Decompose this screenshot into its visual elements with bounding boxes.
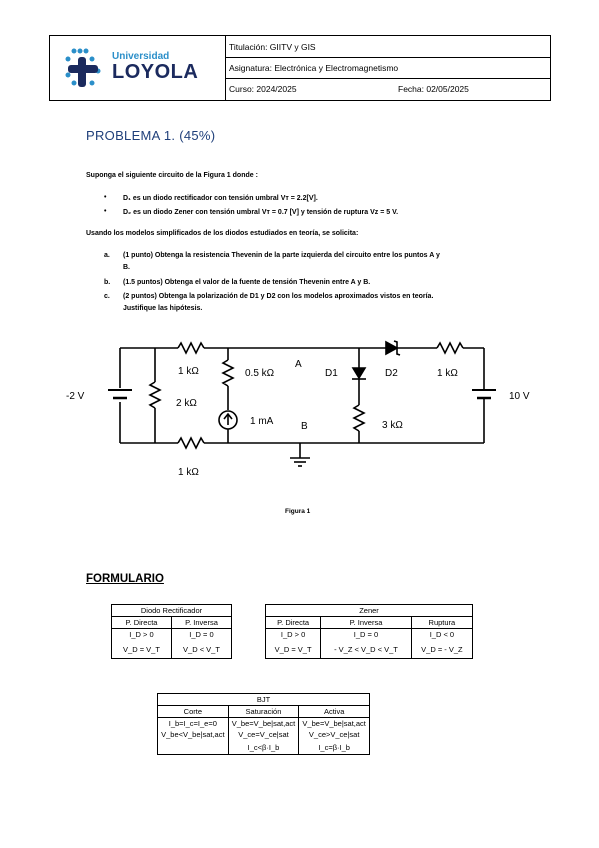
diodo-col: P. Inversa [171,616,232,629]
item-c-line1: (2 puntos) Obtenga la polarización de D1… [123,293,434,300]
header-info: Titulación: GIITV y GIS Asignatura: Elec… [226,36,550,100]
university-logo: Universidad LOYOLA [50,36,226,100]
label-r-shunt: 2 kΩ [176,398,197,409]
zener-col: P. Directa [264,616,322,629]
curso: Curso: 2024/2025 [229,84,297,94]
diodo-table: Diodo Rectificador P. Directa P. Inversa… [111,604,232,659]
diodo-cell: V_D = V_T [111,640,172,659]
item-b-line1: (1.5 puntos) Obtenga el valor de la fuen… [123,279,371,286]
logo-top-text: Universidad [112,51,170,62]
label-d1: D1 [325,368,338,379]
diodo-col: P. Directa [111,616,172,629]
bjt-col: Saturación [227,705,300,718]
bjt-cell: I_c<β·I_b [227,740,300,755]
asignatura-row: Asignatura: Electrónica y Electromagneti… [226,57,550,79]
asignatura: Asignatura: Electrónica y Electromagneti… [229,63,399,73]
bjt-cell: I_b=I_c=I_e=0 [157,717,229,729]
zener-col: Ruptura [410,616,474,629]
zener-cell: I_D < 0 [410,628,474,640]
figure-caption: Figura 1 [285,508,311,515]
label-v-right: 10 V [509,391,530,402]
diodo-cell: V_D < V_T [171,640,232,659]
bjt-cell: V_ce>V_ce|sat [298,729,370,740]
item-mark-a: a. [104,252,110,259]
logo-bottom-text: LOYOLA [112,61,199,83]
bjt-col: Activa [298,705,370,718]
label-d2: D2 [385,368,398,379]
diodo-cell: I_D > 0 [111,628,172,640]
bjt-table: BJT Corte Saturación Activa I_b=I_c=I_e=… [157,693,370,755]
bjt-title: BJT [157,693,370,706]
curso-row: Curso: 2024/2025 Fecha: 02/05/2025 [226,78,550,99]
bjt-cell: V_be=V_be|sat,act [298,717,370,729]
label-node-a: A [295,359,302,370]
bjt-col: Corte [157,705,229,718]
zener-table: Zener P. Directa P. Inversa Ruptura I_D … [264,604,474,659]
bjt-cell: V_be=V_be|sat,act [227,717,300,729]
header-box: Universidad LOYOLA Titulación: GIITV y G… [49,35,551,101]
label-r-right-vert: 3 kΩ [382,420,403,431]
label-v-left: -2 V [66,391,85,402]
fecha: Fecha: 02/05/2025 [398,84,469,94]
zener-cell: - V_Z < V_D < V_T [320,640,412,659]
bjt-cell: V_be<V_be|sat,act [157,729,229,740]
zener-cell: V_D = V_T [264,640,322,659]
problem-title: PROBLEMA 1. (45%) [86,128,216,143]
zener-cell: V_D = - V_Z [410,640,474,659]
bjt-cell: V_ce=V_ce|sat [227,729,300,740]
formulario-title: FORMULARIO [86,573,164,585]
problem-ask: Usando los modelos simplificados de los … [86,230,359,237]
label-i-source: 1 mA [250,416,274,427]
bullet-dot: • [104,208,107,215]
item-a-line1: (1 punto) Obtenga la resistencia Theveni… [123,252,440,259]
label-r-top-left: 1 kΩ [178,366,199,377]
item-mark-c: c. [104,293,110,300]
bjt-cell: I_c=β·I_b [298,740,370,755]
zener-cell: I_D > 0 [264,628,322,640]
label-node-b: B [301,421,308,432]
zener-cell: I_D = 0 [320,628,412,640]
label-r-right-top: 1 kΩ [437,368,458,379]
diodo-cell: I_D = 0 [171,628,232,640]
problem-intro: Suponga el siguiente circuito de la Figu… [86,172,258,179]
label-r-mid: 0.5 kΩ [245,368,275,379]
titulacion-row: Titulación: GIITV y GIS [226,36,550,58]
item-mark-b: b. [104,279,111,286]
logo-cross-icon [65,48,101,87]
label-r-bottom-left: 1 kΩ [178,467,199,478]
bullet-dot: • [104,194,107,201]
bullet-d2: D₂ es un diodo Zener con tensión umbral … [123,209,399,216]
zener-col: P. Inversa [320,616,412,629]
item-c-line2: Justifique las hipótesis. [123,305,203,312]
circuit-diagram: -2 V 10 V 1 kΩ 1 kΩ 2 kΩ 0.5 kΩ 1 mA 1 k… [66,340,530,478]
item-a-line2: B. [123,264,130,271]
diodo-title: Diodo Rectificador [111,604,232,617]
zener-title: Zener [265,604,473,617]
bullet-d1: D₁ es un diodo rectificador con tensión … [123,195,318,202]
bjt-cell [157,740,229,755]
titulacion: Titulación: GIITV y GIS [229,42,316,52]
